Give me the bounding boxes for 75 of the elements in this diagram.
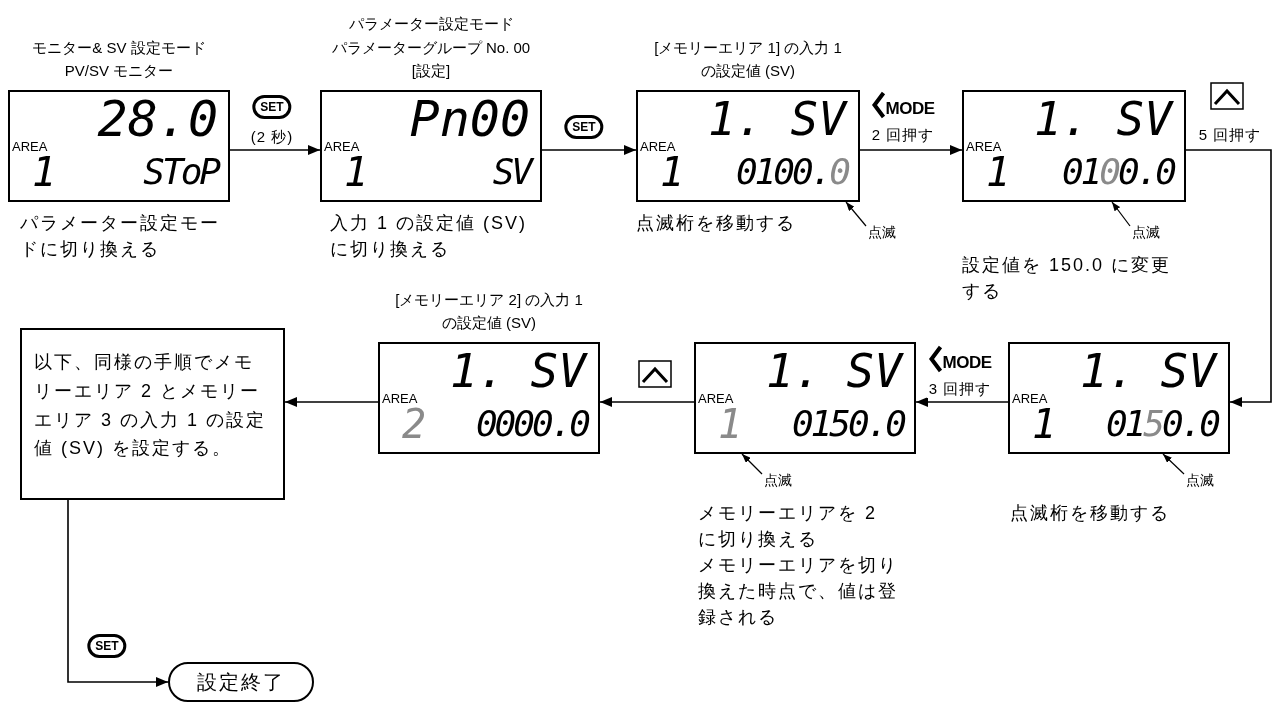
arrow <box>284 397 379 407</box>
display-readout: 1. <box>766 348 822 394</box>
display-readout: 28.0 <box>97 94 218 144</box>
note-box: 以下、同様の手順でメモリーエリア 2 とメモリーエリア 3 の入力 1 の設定値 (SV) を設定する。 <box>20 328 285 500</box>
lcd-display <box>378 342 600 454</box>
display-readout: 1. <box>450 348 506 394</box>
leader-line <box>845 201 867 227</box>
display-readout: 0150.0 <box>1105 406 1218 442</box>
area-number: 1 <box>32 152 57 192</box>
display-readout: SV <box>846 348 902 394</box>
area-number: 1 <box>986 152 1011 192</box>
step-caption: 入力 1 の設定値 (SV) に切り換える <box>330 212 528 262</box>
lcd-display <box>8 90 230 202</box>
area-label: AREA <box>966 140 1002 153</box>
leader-line <box>741 453 763 475</box>
step-caption: パラメーター設定モードに切り換える <box>20 212 221 262</box>
area-label: AREA <box>12 140 48 153</box>
blink-note: 点滅 <box>764 472 792 489</box>
area-number: 1 <box>1032 404 1057 444</box>
arrow <box>229 145 321 155</box>
set-key: SET <box>564 115 604 139</box>
area-number: 2 <box>402 404 427 444</box>
display-readout: Pn00 <box>409 94 530 144</box>
leader-line <box>1111 201 1131 227</box>
display-readout: SV <box>1116 96 1172 142</box>
lcd-display <box>1008 342 1230 454</box>
display-readout: 1. <box>708 96 764 142</box>
terminal-box: 設定終了 <box>168 662 314 702</box>
set-key: SET <box>252 95 292 119</box>
area-label: AREA <box>382 392 418 405</box>
arrow <box>859 145 963 155</box>
step-caption: メモリーエリアを 2 に切り換える <box>698 502 878 552</box>
step-caption: 点滅桁を移動する <box>1010 502 1171 525</box>
display-heading: パラメーター設定モード <box>347 14 515 35</box>
blink-note: 点滅 <box>1186 472 1214 489</box>
area-number: 1 <box>344 152 369 192</box>
display-readout: SToP <box>143 154 218 190</box>
step-caption: メモリーエリアを切り換えた時点で、値は登録される <box>698 554 899 630</box>
display-readout: 0100.0 <box>1061 154 1174 190</box>
area-label: AREA <box>1012 392 1048 405</box>
arrow <box>67 499 169 687</box>
area-label: AREA <box>324 140 360 153</box>
mode-key-label: MODE <box>942 353 992 371</box>
arrow <box>915 397 1009 407</box>
arrow <box>541 145 637 155</box>
display-readout: 1. <box>1034 96 1090 142</box>
display-readout: 0000.0 <box>475 406 588 442</box>
display-heading: モニター& SV 設定モード <box>31 37 207 58</box>
lcd-display <box>694 342 916 454</box>
display-heading: パラメーターグループ No. 00 [設定] <box>330 37 532 81</box>
display-heading: PV/SV モニター <box>63 60 175 81</box>
display-readout: 0150.0 <box>791 406 904 442</box>
display-readout: 0100.0 <box>735 154 848 190</box>
blink-note: 点滅 <box>1132 224 1160 241</box>
display-heading: [メモリーエリア 2] の入力 1 の設定値 (SV) <box>394 289 584 333</box>
arrow <box>1185 149 1272 407</box>
lcd-display <box>636 90 860 202</box>
set-key: SET <box>87 634 127 658</box>
area-label: AREA <box>640 140 676 153</box>
area-number: 1 <box>660 152 685 192</box>
leader-line <box>1162 453 1185 475</box>
step-caption: 設定値を 150.0 に変更する <box>962 254 1173 304</box>
display-readout: SV <box>790 96 846 142</box>
lcd-display <box>320 90 542 202</box>
step-caption: 点滅桁を移動する <box>636 212 797 235</box>
display-readout: SV <box>1160 348 1216 394</box>
arrow <box>599 397 695 407</box>
area-label: AREA <box>698 392 734 405</box>
display-readout: SV <box>530 348 586 394</box>
area-number: 1 <box>718 404 743 444</box>
mode-key-label: MODE <box>885 99 935 117</box>
display-readout: 1. <box>1080 348 1136 394</box>
blink-note: 点滅 <box>868 224 896 241</box>
display-heading: [メモリーエリア 1] の入力 1 の設定値 (SV) <box>653 37 843 81</box>
lcd-display <box>962 90 1186 202</box>
